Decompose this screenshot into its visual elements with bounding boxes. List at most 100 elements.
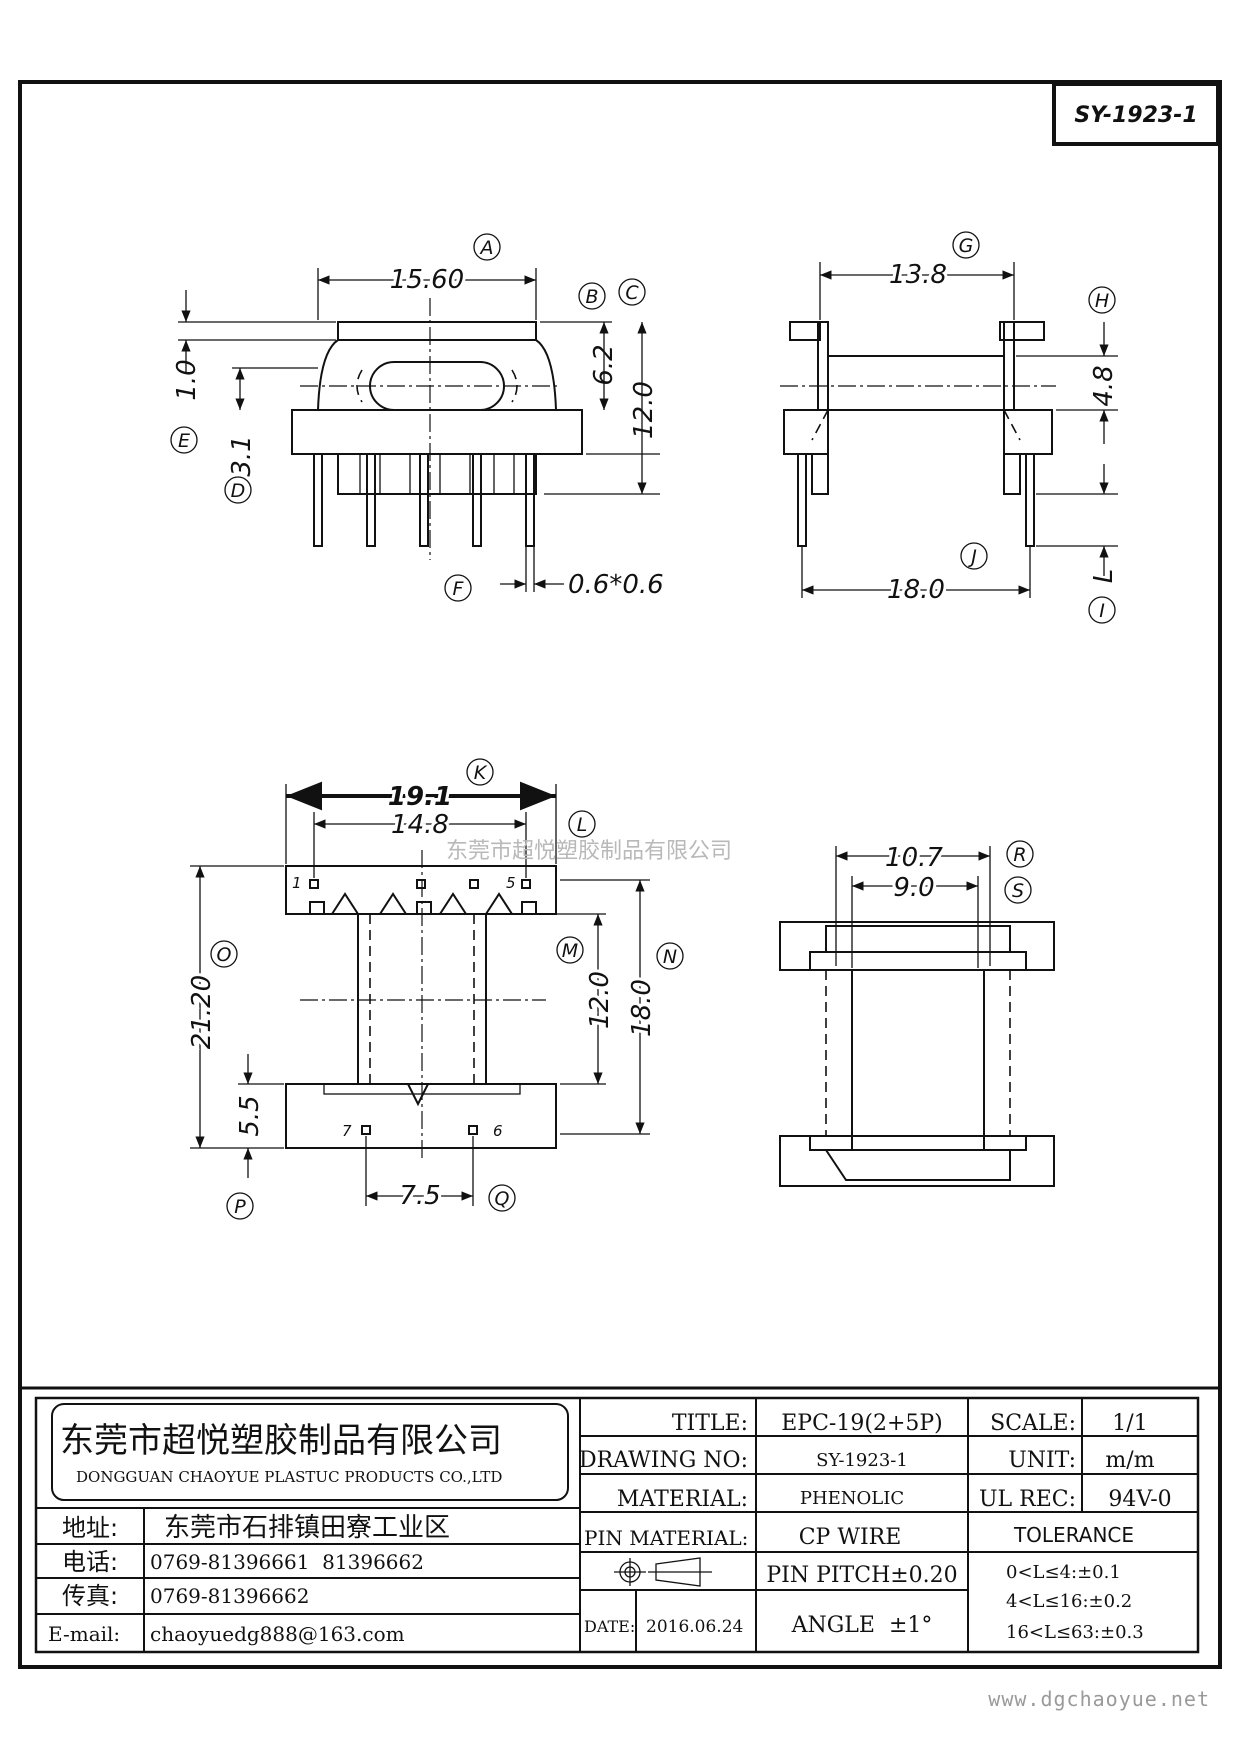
dim-o-value: 21.20 <box>187 975 217 1049</box>
label-k: K <box>466 758 494 786</box>
svg-text:A: A <box>479 237 494 259</box>
dim-m-value: 12.0 <box>585 971 615 1029</box>
projection-symbol-icon <box>614 1557 712 1587</box>
fax-value: 0769-81396662 <box>150 1584 309 1608</box>
dim-l-value: 14.8 <box>391 810 449 840</box>
top-view: 10.7 9.0 R S <box>779 840 1055 1187</box>
side-view: 13.8 4.8 L 18.0 G H I J <box>780 231 1119 624</box>
pin-label-6: 6 <box>493 1122 503 1140</box>
bottom-view: 1 5 7 6 19.1 14.8 12.0 <box>184 758 684 1220</box>
email-value: chaoyuedg888@163.com <box>150 1622 405 1646</box>
label-j: J <box>960 542 988 570</box>
dim-j-value: 18.0 <box>887 575 945 605</box>
svg-text:D: D <box>231 480 246 502</box>
pin-label-5: 5 <box>506 874 516 892</box>
phone-label: 电话: <box>62 1548 118 1576</box>
drawing-no-label: DRAWING NO: <box>579 1448 748 1473</box>
label-q: Q <box>488 1184 516 1212</box>
drawing-id-box <box>1052 82 1220 146</box>
svg-text:K: K <box>474 762 488 784</box>
svg-text:J: J <box>967 546 977 568</box>
svg-text:S: S <box>1012 880 1024 902</box>
address-label: 地址: <box>62 1514 118 1542</box>
svg-text:N: N <box>663 946 677 968</box>
label-m: M <box>556 936 584 964</box>
dim-k-value: 19.1 <box>388 782 452 812</box>
label-p: P <box>226 1192 254 1220</box>
front-view: 15.60 6.2 12.0 1.0 3.1 0.6*0.6 A B C D E… <box>170 233 664 602</box>
pin-material-label: PIN MATERIAL: <box>584 1526 748 1550</box>
dim-e-value: 1.0 <box>172 359 202 400</box>
dim-h-value: 4.8 <box>1089 365 1119 406</box>
svg-text:I: I <box>1099 600 1105 622</box>
title-value: EPC-19(2+5P) <box>781 1411 943 1436</box>
svg-text:M: M <box>562 940 578 962</box>
company-name-cn: 东莞市超悦塑胶制品有限公司 <box>60 1421 502 1461</box>
fax-label: 传真: <box>62 1582 118 1610</box>
label-f: F <box>444 574 472 602</box>
svg-text:P: P <box>234 1196 246 1218</box>
svg-text:L: L <box>577 814 588 836</box>
pin-pitch: PIN PITCH±0.20 <box>766 1563 957 1588</box>
dim-b-value: 6.2 <box>589 344 619 385</box>
label-n: N <box>656 942 684 970</box>
address-value: 东莞市石排镇田寮工业区 <box>164 1513 450 1543</box>
date-label: DATE: <box>584 1617 635 1636</box>
svg-text:C: C <box>625 282 639 304</box>
tolerance-row-1: 0<L≤4:±0.1 <box>1006 1562 1121 1583</box>
svg-text:G: G <box>959 235 974 257</box>
dim-p-value: 5.5 <box>235 1095 265 1136</box>
dim-s-value: 9.0 <box>893 873 934 903</box>
label-h: H <box>1088 286 1116 314</box>
email-label: E-mail: <box>48 1622 120 1646</box>
dim-f-value: 0.6*0.6 <box>568 570 664 600</box>
svg-text:Q: Q <box>495 1188 510 1210</box>
svg-text:R: R <box>1013 844 1026 866</box>
watermark: 东莞市超悦塑胶制品有限公司 <box>446 839 732 864</box>
website-url: www.dgchaoyue.net <box>988 1687 1210 1711</box>
svg-text:E: E <box>178 430 190 452</box>
title-block: 东莞市超悦塑胶制品有限公司 DONGGUAN CHAOYUE PLASTUC P… <box>20 1386 1220 1654</box>
pin-label-1: 1 <box>292 874 302 892</box>
phone-value: 0769-81396661 81396662 <box>150 1550 424 1574</box>
drawing-id: SY-1923-1 <box>1074 103 1197 128</box>
tolerance-row-3: 16<L≤63:±0.3 <box>1006 1622 1144 1643</box>
title-label: TITLE: <box>672 1411 748 1436</box>
svg-text:H: H <box>1095 290 1109 312</box>
dim-c-value: 12.0 <box>629 381 659 439</box>
ul-label: UL REC: <box>979 1487 1076 1512</box>
drawing-no-value: SY-1923-1 <box>816 1450 908 1471</box>
scale-value: 1/1 <box>1112 1411 1147 1436</box>
dim-q-value: 7.5 <box>399 1181 440 1211</box>
label-b: B <box>578 282 606 310</box>
label-o: O <box>210 940 238 968</box>
svg-text:O: O <box>217 944 232 966</box>
angle: ANGLE ±1° <box>791 1613 933 1638</box>
pin-label-7: 7 <box>342 1122 352 1140</box>
dim-r-value: 10.7 <box>885 843 943 873</box>
unit-value: m/m <box>1105 1448 1154 1473</box>
svg-text:F: F <box>453 578 465 600</box>
sheet-border <box>18 80 1222 1669</box>
material-label: MATERIAL: <box>617 1487 748 1512</box>
label-i: I <box>1088 596 1116 624</box>
dim-a-value: 15.60 <box>390 265 464 295</box>
label-e: E <box>170 426 198 454</box>
material-value: PHENOLIC <box>800 1488 904 1509</box>
label-l: L <box>568 810 596 838</box>
label-r: R <box>1006 840 1034 868</box>
date-value: 2016.06.24 <box>646 1617 743 1637</box>
pin-material-value: CP WIRE <box>799 1525 902 1550</box>
dim-d-value: 3.1 <box>227 435 257 476</box>
dim-g-value: 13.8 <box>889 260 947 290</box>
label-s: S <box>1004 876 1032 904</box>
dim-i-value: L <box>1089 569 1119 584</box>
tolerance-label: TOLERANCE <box>1013 1523 1134 1547</box>
svg-text:B: B <box>585 286 598 308</box>
scale-label: SCALE: <box>990 1411 1076 1436</box>
label-g: G <box>952 231 980 259</box>
ul-value: 94V-0 <box>1108 1487 1171 1512</box>
tolerance-row-2: 4<L≤16:±0.2 <box>1006 1591 1132 1612</box>
label-c: C <box>618 278 646 306</box>
